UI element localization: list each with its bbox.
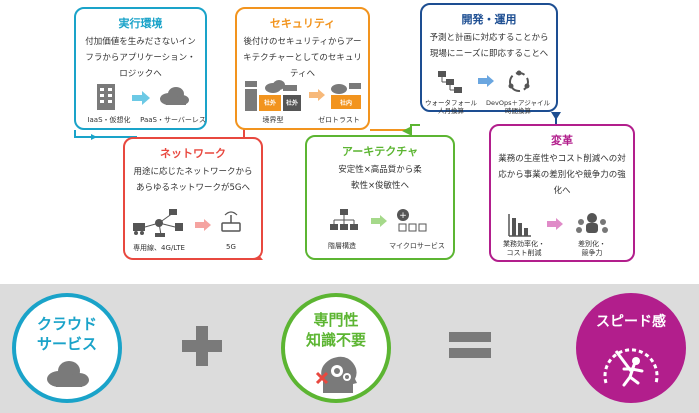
head-gears-icon xyxy=(315,356,357,393)
arrow-right-icon xyxy=(547,218,563,230)
label-left: 専用線、4G/LTE xyxy=(133,244,185,252)
equals-icon xyxy=(449,332,491,358)
zero-trust-network-icon xyxy=(331,83,361,109)
card-transformation: 変革 業務の生産性やコスト削減への対応から事業の差別化や競争力の強化へ 業務効率… xyxy=(489,124,635,262)
label-right: PaaS・サーバーレス xyxy=(140,116,206,124)
card-title: 実行環境 xyxy=(118,17,163,30)
card-title: セキュリティ xyxy=(269,17,336,30)
circle-title-line1: クラウド xyxy=(36,315,97,333)
card-description: 予測と計画に対応することから現場にニーズに即応することへ xyxy=(429,33,549,59)
label-right: 差別化・ 競争力 xyxy=(578,240,606,257)
speedometer-runner-icon xyxy=(603,348,659,387)
cloud-icon xyxy=(160,87,189,105)
card-title: 開発・運用 xyxy=(461,13,517,26)
label-right: 5G xyxy=(226,243,236,251)
card-description: 安定性×高品質から柔軟性×俊敏性へ xyxy=(338,165,422,191)
wireless-router-icon xyxy=(221,211,241,232)
connector-arch-dev xyxy=(410,124,420,135)
connector-env-net xyxy=(74,130,137,138)
circle-title-line1: 専門性 xyxy=(313,311,359,329)
card-description: 業務の生産性やコスト削減への対応から事業の差別化や競争力の強化へ xyxy=(498,154,626,196)
card-description: 用途に応じたネットワークからあらゆるネットワークが5Gへ xyxy=(133,167,253,193)
hierarchy-icon xyxy=(330,209,358,230)
svg-text:+: + xyxy=(399,211,407,221)
label-left: 境界型 xyxy=(262,116,284,124)
summary-band: クラウド サービス 専門性 知識不要 スピード感 xyxy=(0,284,699,413)
badge-inside: 社内 xyxy=(339,100,352,107)
label-left: 業務効率化・ コスト削減 xyxy=(503,240,545,257)
cloud-icon xyxy=(47,361,89,387)
arrow-right-icon xyxy=(478,75,494,87)
card-network: ネットワーク 用途に応じたネットワークからあらゆるネットワークが5Gへ 専用線、… xyxy=(123,137,263,260)
arrow-right-icon xyxy=(371,215,387,227)
building-icon xyxy=(97,84,115,110)
circle-title-line2: 知識不要 xyxy=(305,331,366,349)
arrow-right-icon xyxy=(309,89,325,101)
no-expertise-circle: 専門性 知識不要 xyxy=(281,293,391,403)
card-title: ネットワーク xyxy=(160,147,226,160)
card-description: 後付けのセキュリティからアーキテクチャーとしてのセキュリティへ xyxy=(243,37,362,79)
perimeter-network-icon xyxy=(245,80,301,111)
card-title: 変革 xyxy=(551,134,573,147)
card-dev-ops: 開発・運用 予測と計画に対応することから現場にニーズに即応することへ ウォータフ… xyxy=(420,3,558,115)
microservices-icon: + xyxy=(397,209,427,232)
card-execution-env: 実行環境 付加価値を生みださないインフラからアプリケーション・ロジックへ Iaa… xyxy=(74,7,207,130)
card-title: アーキテクチャ xyxy=(341,145,419,158)
card-description: 付加価値を生みださないインフラからアプリケーション・ロジックへ xyxy=(85,37,196,79)
circle-title: スピード感 xyxy=(596,314,666,330)
cloud-service-circle: クラウド サービス xyxy=(12,293,122,403)
arrow-right-icon xyxy=(132,91,150,105)
plus-icon xyxy=(182,326,222,366)
label-right: DevOps＋アジャイル 時間換算 xyxy=(486,99,550,115)
label-left: 階層構造 xyxy=(328,242,356,250)
label-right: ゼロトラスト xyxy=(318,116,360,124)
arrow-right-icon xyxy=(195,219,211,231)
bar-chart-down-icon xyxy=(508,214,531,237)
speed-circle: スピード感 xyxy=(576,293,686,403)
label-left: IaaS・仮想化 xyxy=(87,116,131,124)
label-right: マイクロサービス xyxy=(389,242,445,250)
label-left: ウォータフォール 人月換算 xyxy=(425,99,477,115)
agile-cycle-icon xyxy=(508,70,530,92)
circle-title-line2: サービス xyxy=(36,335,97,353)
card-architecture: アーキテクチャ 安定性×高品質から柔軟性×俊敏性へ + 階層構造 マイクロサービ… xyxy=(305,135,455,260)
waterfall-flow-icon xyxy=(438,71,462,93)
badge-outside: 社外 xyxy=(263,100,276,107)
card-security: セキュリティ 後付けのセキュリティからアーキテクチャーとしてのセキュリティへ 社… xyxy=(235,7,370,130)
connected-devices-icon xyxy=(133,209,183,237)
badge-outside-2: 社外 xyxy=(285,100,298,107)
competition-crowd-icon xyxy=(576,213,608,233)
